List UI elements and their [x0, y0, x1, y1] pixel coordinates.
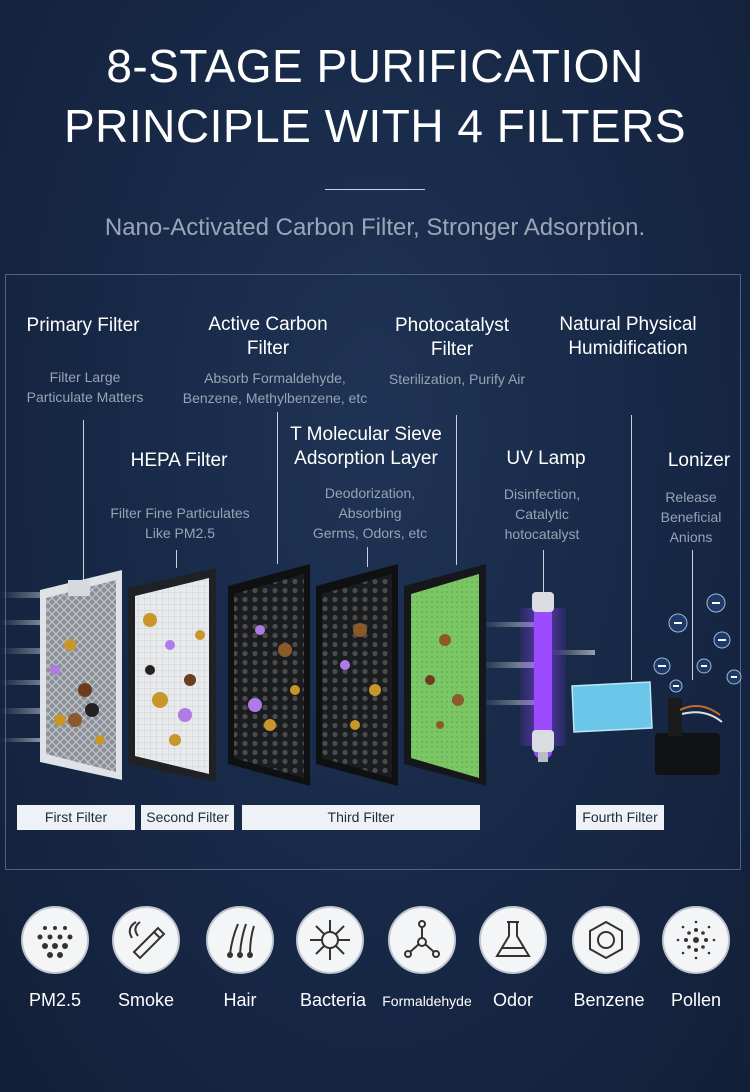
label-photo-1: Photocatalyst	[394, 315, 510, 336]
desc-photo-1: Sterilization, Purify Air	[388, 371, 526, 387]
desc-uv-1: Disinfection,	[503, 486, 581, 502]
tag-third-filter: Third Filter	[242, 805, 480, 830]
label-sieve-2: Adsorption Layer	[294, 448, 438, 469]
humidifier-pad-graphic	[571, 681, 653, 733]
photocatalyst-filter-graphic	[404, 564, 486, 786]
label-carbon-2: Filter	[246, 338, 290, 359]
benzene-icon	[589, 920, 623, 960]
hair-icon	[227, 923, 255, 958]
label-hepa: HEPA Filter	[130, 450, 228, 471]
desc-primary-1: Filter Large	[49, 369, 121, 385]
label-humid-1: Natural Physical	[559, 314, 697, 335]
subtitle: Nano-Activated Carbon Filter, Stronger A…	[104, 214, 646, 241]
label-sieve-1: T Molecular Sieve	[290, 424, 442, 445]
formaldehyde-icon-circle	[388, 906, 456, 974]
flask-icon	[495, 921, 531, 957]
desc-sieve-2: Absorbing	[338, 505, 402, 521]
desc-ionizer-3: Anions	[669, 529, 713, 545]
leader-line-uv	[543, 550, 544, 598]
leader-line-humid	[631, 415, 632, 680]
label-humid-2: Humidification	[568, 338, 688, 359]
pollutant-particles	[50, 613, 464, 746]
desc-ionizer-2: Beneficial	[660, 509, 722, 525]
pollutant-label-pollen: Pollen	[670, 990, 722, 1010]
primary-filter-graphic	[40, 570, 122, 780]
leader-line-ionizer	[692, 550, 693, 680]
tag-second-filter: Second Filter	[141, 805, 234, 830]
leader-line-primary	[83, 420, 84, 586]
odor-icon-circle	[479, 906, 547, 974]
pollen-icon-circle	[662, 906, 730, 974]
desc-sieve-3: Germs, Odors, etc	[312, 525, 428, 541]
label-ionizer: Lonizer	[667, 450, 731, 471]
label-uv: UV Lamp	[506, 448, 586, 469]
smoke-icon-circle	[112, 906, 180, 974]
pollutant-label-hair: Hair	[223, 990, 257, 1010]
ionizer-device-graphic	[655, 698, 723, 775]
benzene-icon-circle	[572, 906, 640, 974]
desc-hepa-2: Like PM2.5	[144, 525, 216, 541]
pollutant-label-formaldehyde: Formaldehyde	[382, 993, 472, 1009]
sieve-filter-graphic	[316, 564, 398, 786]
airflow-streaks	[0, 592, 595, 742]
filter-diagram-panel	[5, 274, 741, 870]
leader-line-sieve	[367, 547, 368, 567]
pollutant-label-smoke: Smoke	[117, 990, 175, 1010]
desc-sieve-1: Deodorization,	[324, 485, 416, 501]
carbon-filter-graphic	[228, 564, 310, 786]
title-divider	[325, 189, 425, 190]
pm25-icon-circle	[21, 906, 89, 974]
pollutant-label-pm25: PM2.5	[28, 990, 82, 1010]
label-primary-filter: Primary Filter	[26, 315, 140, 336]
label-photo-2: Filter	[430, 339, 474, 360]
desc-hepa-1: Filter Fine Particulates	[110, 505, 250, 521]
pollutant-label-benzene: Benzene	[573, 990, 645, 1010]
label-carbon-1: Active Carbon	[208, 314, 328, 335]
filter-stack-illustration	[0, 564, 742, 786]
molecule-icon	[404, 920, 440, 958]
leader-line-carbon	[277, 412, 278, 564]
dots-icon	[37, 926, 73, 958]
desc-uv-2: Catalytic	[515, 506, 569, 522]
leader-line-hepa	[176, 550, 177, 568]
desc-carbon-1: Absorb Formaldehyde,	[204, 370, 346, 386]
cigarette-icon	[128, 921, 166, 960]
desc-carbon-2: Benzene, Methylbenzene, etc	[182, 390, 368, 406]
bacteria-icon-circle	[296, 906, 364, 974]
desc-primary-2: Particulate Matters	[26, 389, 144, 405]
pollen-icon	[676, 920, 716, 960]
tag-fourth-filter: Fourth Filter	[576, 805, 664, 830]
desc-ionizer-1: Release	[665, 489, 717, 505]
title-line-1: 8-STAGE PURIFICATION	[106, 40, 644, 92]
bacteria-icon	[310, 920, 350, 960]
title-line-2: PRINCIPLE WITH 4 FILTERS	[63, 100, 687, 152]
uv-lamp-graphic	[520, 592, 566, 762]
desc-uv-3: hotocatalyst	[504, 526, 580, 542]
pollutant-label-odor: Odor	[492, 990, 534, 1010]
anion-symbols	[653, 593, 742, 693]
pollutant-label-bacteria: Bacteria	[299, 990, 367, 1010]
hair-icon-circle	[206, 906, 274, 974]
hepa-filter-graphic	[128, 568, 216, 782]
leader-line-photo	[456, 415, 457, 565]
tag-first-filter: First Filter	[17, 805, 135, 830]
